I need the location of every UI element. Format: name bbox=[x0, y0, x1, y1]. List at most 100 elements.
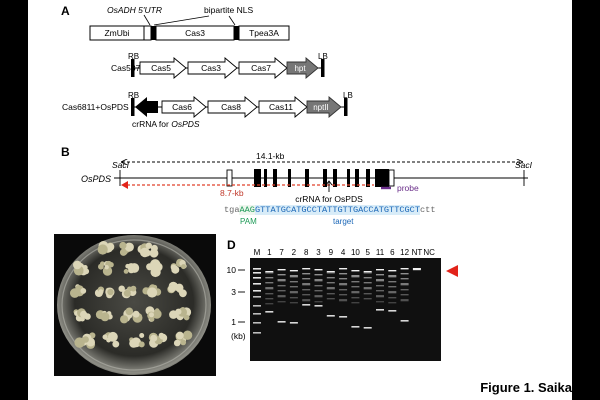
callus-clump bbox=[104, 265, 109, 270]
sample-band bbox=[351, 276, 360, 278]
tpea3a-box bbox=[238, 25, 290, 41]
callus-clump bbox=[173, 339, 181, 347]
size-unit: (kb) bbox=[231, 331, 246, 341]
sample-band bbox=[363, 288, 372, 290]
saci-right: SacI bbox=[515, 160, 533, 170]
callus-clump bbox=[147, 287, 158, 298]
gene-name: OsPDS bbox=[81, 174, 111, 184]
construct-cas3: OsADH 5'UTR bipartite NLS ZmUbi Cas3 Tpe… bbox=[89, 5, 290, 41]
sample-band bbox=[388, 302, 397, 304]
wildtype-band bbox=[412, 268, 421, 271]
ospds-locus: OsPDS SacI SacI 14.1-kb 8.7-kb probe crR… bbox=[81, 151, 533, 204]
ladder-band bbox=[253, 313, 261, 315]
sample-band bbox=[326, 271, 335, 273]
cas7-arrow bbox=[238, 57, 288, 79]
deletion-band bbox=[388, 310, 397, 312]
sample-band bbox=[339, 300, 348, 302]
callus-clump bbox=[80, 288, 87, 294]
sample-band bbox=[302, 284, 311, 286]
crrna-gene: OsPDS bbox=[171, 119, 200, 129]
sample-band bbox=[277, 290, 286, 292]
exon bbox=[355, 169, 359, 187]
exon-utr bbox=[226, 169, 233, 187]
sample-band bbox=[363, 277, 372, 279]
sample-band bbox=[376, 290, 384, 292]
sample-band bbox=[339, 268, 348, 270]
callus-clump bbox=[106, 243, 115, 251]
sample-band bbox=[289, 291, 298, 293]
cas3-label: Cas3 bbox=[185, 28, 205, 38]
panel-d-label: D bbox=[227, 238, 236, 252]
sample-band bbox=[326, 277, 335, 279]
sample-band bbox=[277, 269, 286, 271]
deletion-band bbox=[376, 309, 384, 311]
callus-clump bbox=[151, 262, 161, 273]
ladder-band bbox=[253, 290, 261, 292]
callus-clump bbox=[73, 260, 82, 270]
callus-clump bbox=[102, 334, 108, 340]
callus-clump bbox=[150, 334, 158, 342]
sample-band bbox=[400, 284, 409, 286]
deletion-band bbox=[314, 305, 323, 307]
lane-label: 7 bbox=[279, 248, 284, 257]
construct-cas6811: Cas6811+OsPDS RB LB Cas6 Cas8 Cas11 nptI… bbox=[62, 91, 353, 129]
target-band-arrowhead bbox=[446, 265, 458, 277]
hpt-arrow bbox=[286, 57, 319, 79]
lane-label: 2 bbox=[292, 248, 297, 257]
callus-clump bbox=[138, 341, 145, 348]
callus-clump bbox=[97, 244, 108, 255]
sample-band bbox=[277, 285, 286, 287]
exon bbox=[264, 169, 267, 187]
tpea3a-label: Tpea3A bbox=[249, 28, 279, 38]
lane-label: 3 bbox=[316, 248, 321, 257]
cas6811-lb-border bbox=[344, 98, 348, 116]
callus-clump bbox=[100, 312, 110, 322]
sample-band bbox=[388, 292, 397, 294]
sample-band bbox=[388, 291, 397, 293]
sample-band bbox=[289, 302, 298, 304]
lane-label: 11 bbox=[376, 248, 385, 257]
deletion-band bbox=[289, 322, 298, 324]
callus-clumps bbox=[70, 241, 193, 349]
figure-caption: Figure 1. Saika bbox=[480, 380, 572, 395]
lane-label: 5 bbox=[365, 248, 370, 257]
sample-band bbox=[289, 275, 298, 277]
callus-clump bbox=[171, 265, 180, 274]
deletion-band bbox=[277, 321, 286, 323]
sample-band bbox=[302, 294, 311, 296]
callus-clump bbox=[168, 285, 176, 293]
cas3-arrow-label: Cas3 bbox=[201, 63, 221, 73]
construct-cas537: Cas537 RB LB Cas5 Cas3 Cas7 hpt bbox=[111, 52, 328, 79]
crrna-target-label: crRNA for OsPDS bbox=[295, 194, 363, 204]
nls-box-2 bbox=[234, 26, 239, 40]
seq-pam: AAG bbox=[239, 205, 255, 215]
fragment-label: 8.7-kb bbox=[220, 188, 244, 198]
lane-label: NT bbox=[412, 248, 423, 257]
sample-band bbox=[351, 281, 360, 283]
ladder-band bbox=[253, 332, 261, 334]
size-tick-3: 3 bbox=[231, 287, 236, 297]
cas6-label: Cas6 bbox=[172, 102, 192, 112]
exon-utr bbox=[388, 169, 395, 187]
figure-canvas: A OsADH 5'UTR bipartite NLS ZmUbi Cas3 T… bbox=[54, 4, 533, 376]
callus-clump bbox=[119, 241, 127, 250]
exon bbox=[366, 169, 370, 187]
seq-flank-left: tga bbox=[224, 205, 240, 215]
sample-band bbox=[289, 270, 298, 272]
callus-clump bbox=[123, 269, 129, 274]
deletion-band bbox=[363, 327, 372, 329]
lane-label: 8 bbox=[304, 248, 309, 257]
deletion-band bbox=[326, 315, 335, 317]
sample-band bbox=[302, 299, 311, 301]
sample-band bbox=[289, 297, 298, 299]
callus-clump bbox=[118, 285, 125, 292]
callus-clump bbox=[154, 308, 160, 313]
callus-clump bbox=[149, 248, 159, 258]
sample-band bbox=[376, 295, 384, 297]
sample-band bbox=[376, 285, 384, 287]
callus-clump bbox=[98, 263, 104, 270]
sample-band bbox=[314, 274, 323, 276]
seq-target: GTTATGCATGCCTATTGTTGACCATGTTCGCT bbox=[254, 205, 420, 215]
size-tick-1: 1 bbox=[231, 317, 236, 327]
